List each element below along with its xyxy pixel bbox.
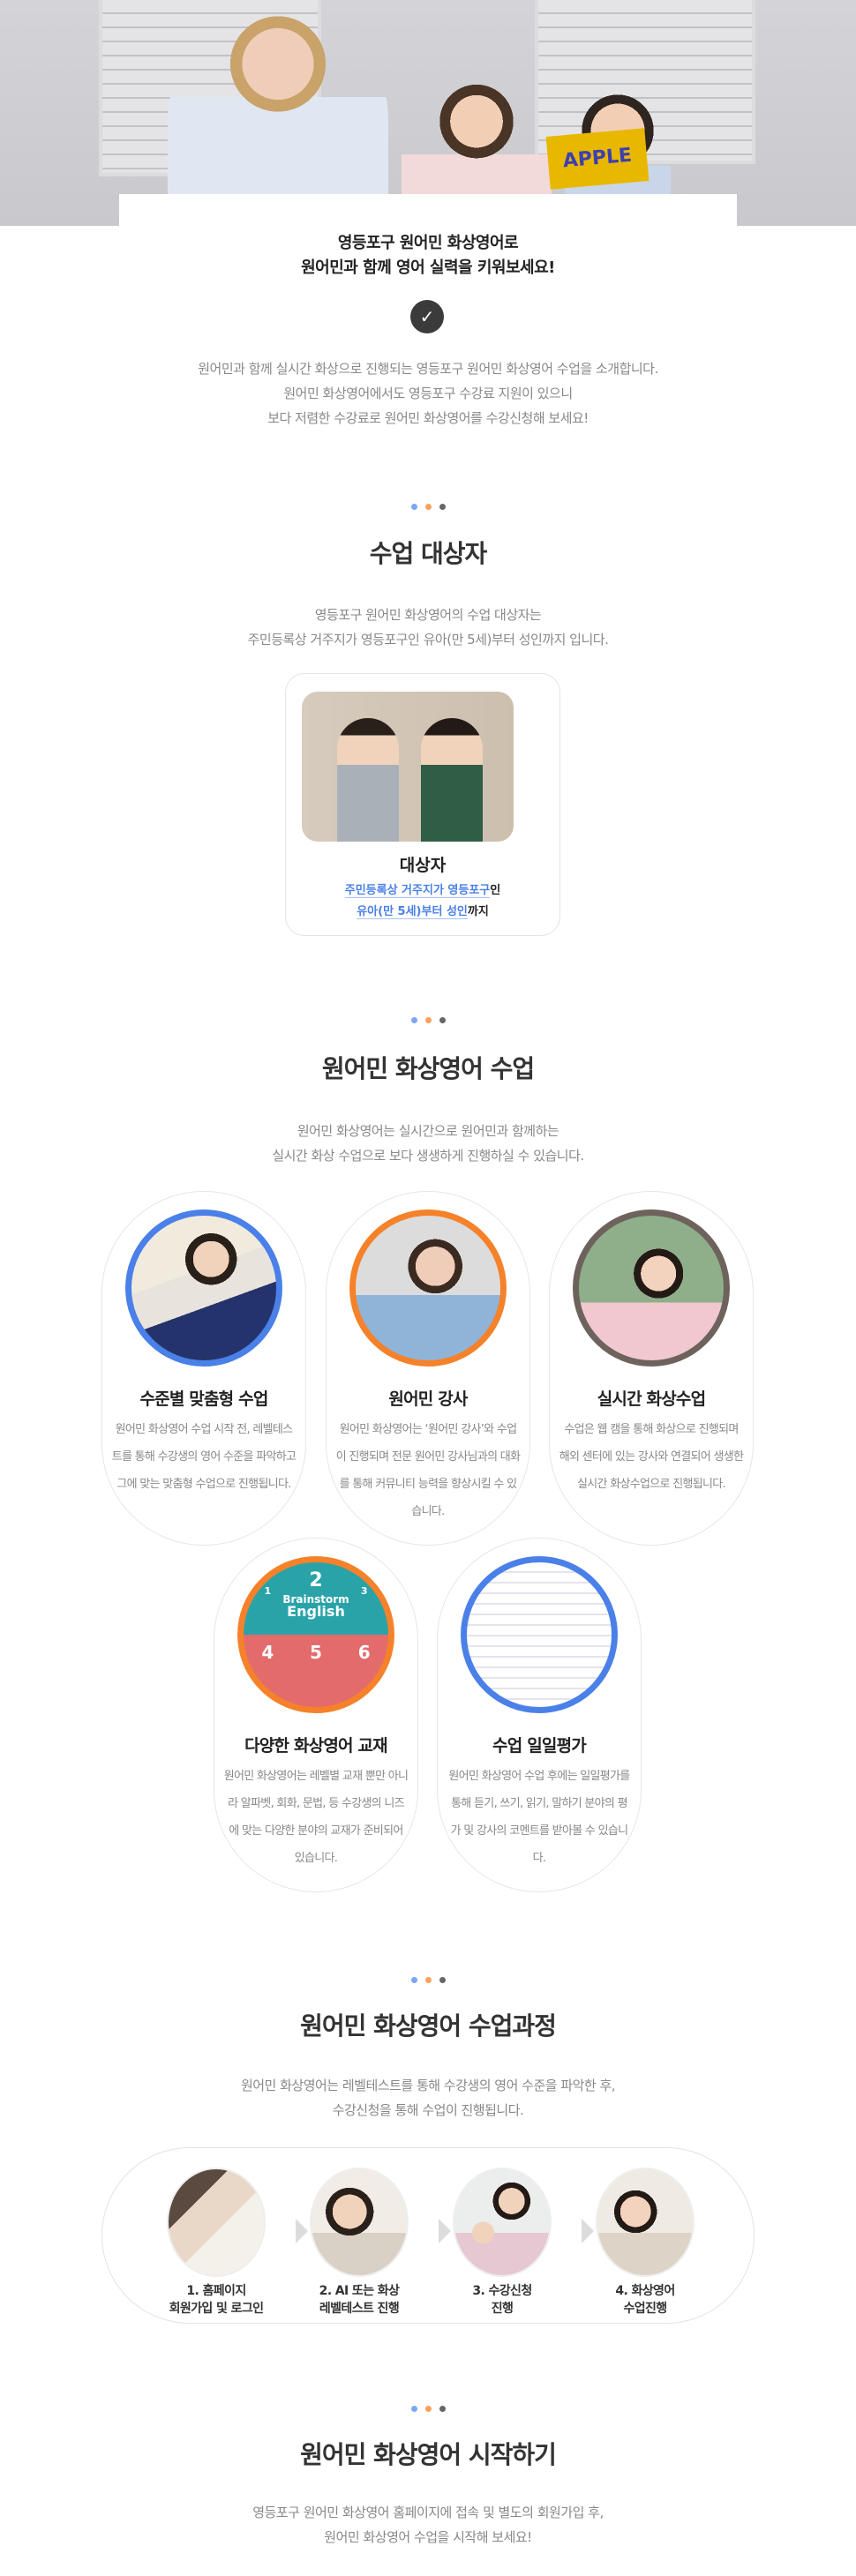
- section-dots: [0, 1017, 856, 1023]
- feature-desc: 원어민 화상영어는 레벨별 교재 뿐만 아니라 알파벳, 회화, 문법, 등 수…: [223, 1770, 409, 1865]
- section-title-start: 원어민 화상영어 시작하기: [300, 2440, 557, 2469]
- girl-headphones-photo: [573, 1209, 730, 1367]
- dot-orange-icon: [424, 504, 432, 510]
- process-step: 4. 화상영어 수업진행: [579, 2168, 711, 2318]
- dot-gray-icon: [439, 2406, 446, 2412]
- dot-blue-icon: [410, 1017, 417, 1023]
- section-dots: [0, 504, 856, 510]
- boy-tablet-photo: [125, 1209, 282, 1367]
- boy-laptop-photo: [310, 2168, 409, 2277]
- target-card: 대상자 주민등록상 거주지가 영등포구인 유아(만 5세)부터 성인까지: [285, 673, 560, 936]
- hero-title: 영등포구 원어민 화상영어로 원어민과 함께 영어 실력을 키워보세요!: [301, 234, 555, 277]
- dot-blue-icon: [410, 504, 417, 510]
- hero-intro: 원어민과 함께 실시간 화상으로 진행되는 영등포구 원어민 화상영어 수업을 …: [198, 361, 658, 426]
- feature-card-teacher: 원어민 강사 원어민 화상영어는 ‘원어민 강사’와 수업이 진행되며 전문 원…: [326, 1191, 530, 1546]
- target-children-photo: [302, 692, 514, 842]
- feature-desc: 원어민 화상영어 수업 시작 전, 레벨테스트를 통해 수강생의 영어 수준을 …: [111, 1423, 297, 1491]
- process-step: 3. 수강신청 진행: [436, 2168, 568, 2318]
- dot-gray-icon: [439, 504, 446, 510]
- hero-banner-image: APPLE: [0, 0, 856, 226]
- feature-card-level: 수준별 맞춤형 수업 원어민 화상영어 수업 시작 전, 레벨테스트를 통해 수…: [101, 1191, 306, 1546]
- mother-child-photo: [453, 2168, 552, 2277]
- keyboard-photo: [167, 2168, 266, 2277]
- target-card-title: 대상자: [399, 856, 447, 875]
- feature-desc: 원어민 화상영어는 ‘원어민 강사’와 수업이 진행되며 전문 원어민 강사님과…: [335, 1423, 521, 1518]
- feature-title: 수업 일일평가: [492, 1736, 587, 1756]
- dot-gray-icon: [439, 1977, 446, 1983]
- feature-title: 원어민 강사: [388, 1389, 468, 1409]
- process-step: 1. 홈페이지 회원가입 및 로그인: [150, 2168, 282, 2318]
- textbooks-photo: 1 2 3 4 5 6: [237, 1556, 394, 1713]
- arrow-right-icon: [439, 2219, 451, 2243]
- process-desc: 원어민 화상영어는 레벨테스트를 통해 수강생의 영어 수준을 파악한 후, 수…: [240, 2078, 616, 2118]
- arrow-right-icon: [582, 2219, 594, 2243]
- section-dots: [0, 1977, 856, 1983]
- dot-gray-icon: [439, 1017, 446, 1023]
- hero-title-box: [119, 194, 737, 297]
- process-steps: 1. 홈페이지 회원가입 및 로그인 2. AI 또는 화상 레벨테스트 진행 …: [101, 2147, 755, 2324]
- evaluation-report-photo: [461, 1556, 618, 1713]
- dot-orange-icon: [424, 2406, 432, 2412]
- feature-card-realtime: 실시간 화상수업 수업은 웹 캠을 통해 화상으로 진행되며 해외 센터에 있는…: [549, 1191, 754, 1546]
- dot-orange-icon: [424, 1017, 432, 1023]
- classes-desc: 원어민 화상영어는 실시간으로 원어민과 함께하는 실시간 화상 수업으로 보다…: [272, 1123, 584, 1164]
- section-title-target: 수업 대상자: [369, 539, 488, 568]
- target-desc: 영등포구 원어민 화상영어의 수업 대상자는 주민등록상 거주지가 영등포구인 …: [247, 607, 609, 648]
- feature-card-evaluation: 수업 일일평가 원어민 화상영어 수업 후에는 일일평가를 통해 듣기, 쓰기,…: [437, 1538, 642, 1892]
- apple-sign: APPLE: [545, 128, 650, 190]
- section-dots: [0, 2406, 856, 2412]
- check-circle-icon: ✓: [410, 300, 444, 333]
- arrow-right-icon: [296, 2219, 308, 2243]
- start-desc: 영등포구 원어민 화상영어 홈페이지에 접속 및 별도의 회원가입 후, 원어민…: [252, 2505, 604, 2545]
- section-title-classes: 원어민 화상영어 수업: [321, 1054, 535, 1083]
- feature-title: 실시간 화상수업: [597, 1389, 706, 1409]
- feature-desc: 원어민 화상영어 수업 후에는 일일평가를 통해 듣기, 쓰기, 읽기, 말하기…: [448, 1770, 630, 1865]
- feature-title: 다양한 화상영어 교재: [244, 1736, 388, 1756]
- process-step: 2. AI 또는 화상 레벨테스트 진행: [293, 2168, 425, 2318]
- dot-blue-icon: [410, 2406, 417, 2412]
- feature-title: 수준별 맞춤형 수업: [139, 1389, 268, 1409]
- feature-desc: 수업은 웹 캠을 통해 화상으로 진행되며 해외 센터에 있는 강사와 연결되어…: [559, 1423, 744, 1491]
- target-card-desc: 주민등록상 거주지가 영등포구인 유아(만 5세)부터 성인까지: [344, 884, 501, 919]
- dot-orange-icon: [424, 1977, 432, 1983]
- section-title-process: 원어민 화상영어 수업과정: [300, 2011, 557, 2041]
- girl-waving-photo: [596, 2168, 695, 2277]
- teacher-headset-photo: [349, 1209, 507, 1367]
- dot-blue-icon: [410, 1977, 417, 1983]
